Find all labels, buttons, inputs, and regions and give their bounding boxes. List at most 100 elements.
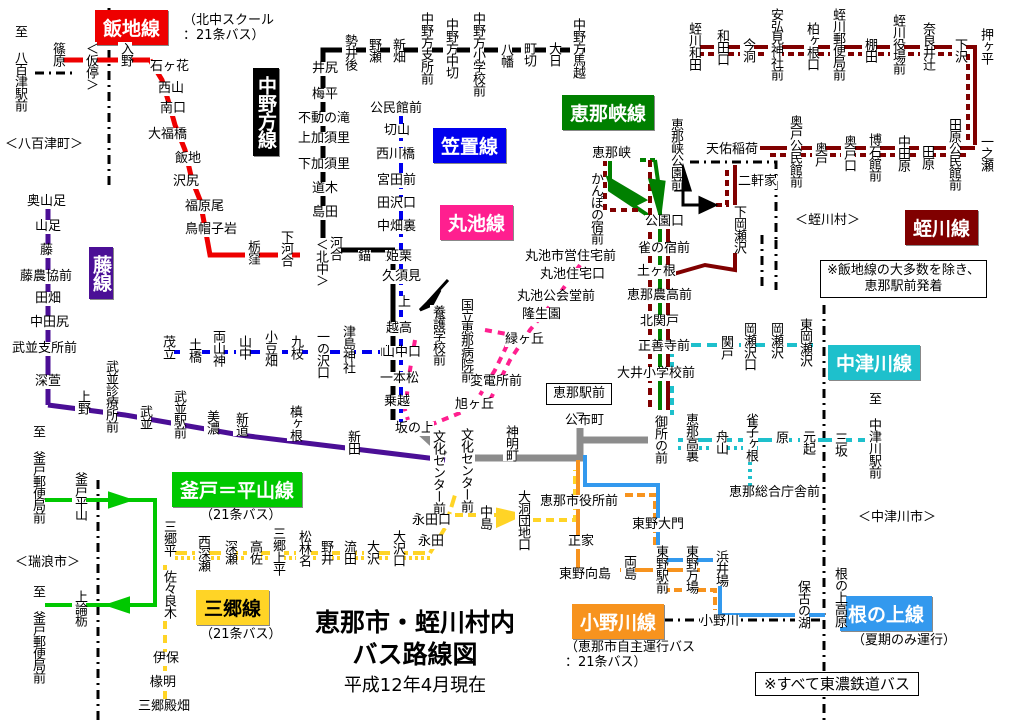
bus-stop-kasagi[interactable]: 西川橋: [376, 147, 416, 162]
route-badge-enakyo[interactable]: 恵那峡線: [562, 95, 655, 130]
bus-stop-maruike[interactable]: 変電所前: [470, 374, 523, 389]
bus-stop-iiji[interactable]: ＜仮停＞: [83, 42, 98, 90]
bus-stop-nakanokata[interactable]: 野瀬: [366, 38, 381, 62]
bus-stop-sango[interactable]: 永田口: [412, 513, 452, 528]
bus-stop-hirukawa[interactable]: 棚田: [862, 38, 877, 62]
bus-stop-fuji[interactable]: 武並: [137, 405, 152, 429]
bus-stop-kasagi[interactable]: 切山: [384, 123, 411, 138]
bus-stop-sango[interactable]: 野井: [318, 540, 333, 564]
bus-stop-kasagi[interactable]: 小豆畑: [262, 330, 277, 366]
bus-stop-fuji[interactable]: 田畑: [35, 291, 62, 306]
bus-stop-nakanokata[interactable]: 井尻: [312, 61, 339, 76]
bus-stop-sango[interactable]: 中島: [477, 505, 492, 529]
bus-stop-nakanokata[interactable]: 中野方小学校前: [470, 12, 485, 96]
bus-stop-hirukawa[interactable]: 蛭川役場前: [890, 14, 905, 74]
bus-stop-fuji[interactable]: 槙ヶ根: [287, 405, 302, 441]
bus-stop-nakanokata[interactable]: 八幡: [498, 43, 513, 67]
bus-stop-hirukawa[interactable]: 和田口: [714, 29, 729, 65]
bus-stop-nakanokata[interactable]: 道木: [312, 181, 339, 196]
bus-stop-nakatsugawa[interactable]: 舟山: [713, 430, 728, 454]
bus-stop-fuji[interactable]: 新田: [345, 430, 360, 454]
bus-stop-nakanokata[interactable]: 越高: [386, 321, 413, 336]
bus-stop-hirukawa[interactable]: 今洞: [740, 38, 755, 62]
bus-stop-nenoue[interactable]: 根の上高原: [832, 567, 847, 627]
bus-stop-onogawa[interactable]: 恵那市役所前: [540, 494, 619, 509]
bus-stop-enakyo[interactable]: 公園口: [645, 214, 685, 229]
bus-stop-kasagi[interactable]: 山中: [236, 335, 251, 359]
bus-stop-iiji[interactable]: 入野: [118, 42, 133, 66]
bus-stop-nakanokata[interactable]: 大日: [546, 42, 561, 66]
bus-stop-maruike[interactable]: 旭ヶ丘: [455, 397, 495, 412]
bus-stop-maruike[interactable]: 坂の上: [395, 421, 435, 436]
bus-stop-enakyo[interactable]: 恵那峡: [592, 146, 632, 161]
bus-stop-kamado[interactable]: 上論栃: [72, 590, 87, 626]
bus-stop-hirukawa[interactable]: 奥戸公民館前: [787, 115, 802, 187]
bus-stop-fuji[interactable]: 武並駅前: [171, 390, 186, 438]
route-badge-kasagi[interactable]: 笠置線: [433, 128, 507, 163]
bus-stop-nakanokata[interactable]: 乗越: [384, 394, 411, 409]
bus-stop-sango[interactable]: 松林名: [296, 530, 311, 566]
bus-stop-sango[interactable]: 三郷上平: [270, 527, 285, 575]
route-badge-kamado[interactable]: 釜戸＝平山線: [172, 472, 303, 507]
bus-stop-nakanokata[interactable]: 島田: [312, 205, 339, 220]
bus-stop-iiji[interactable]: 沢尻: [173, 174, 200, 189]
bus-stop-nakanokata[interactable]: 町切: [521, 42, 536, 66]
bus-stop-nakanokata[interactable]: 中野方支所前: [418, 12, 433, 84]
bus-stop-nakanokata[interactable]: 上加須里: [298, 131, 351, 146]
bus-stop-kasagi[interactable]: 公民館前: [370, 101, 423, 116]
route-badge-nakatsugawa[interactable]: 中津川線: [828, 345, 921, 380]
bus-stop-enakyo[interactable]: 正善寺前: [638, 339, 691, 354]
bus-stop-iiji[interactable]: 篠原: [50, 42, 65, 66]
bus-stop-iiji[interactable]: 鳥帽子岩: [185, 222, 238, 237]
bus-stop-hirukawa[interactable]: 柏ヶ根口: [804, 22, 819, 70]
bus-stop-fuji[interactable]: 武並支所前: [12, 341, 78, 356]
bus-stop-onogawa[interactable]: 東野駅前: [653, 545, 668, 593]
bus-stop-fuji[interactable]: 奥山足: [27, 194, 67, 209]
bus-stop-maruike[interactable]: 丸池公会堂前: [517, 289, 596, 304]
bus-stop-nakatsugawa[interactable]: 三坂: [832, 432, 847, 456]
bus-stop-kamado[interactable]: 釜戸平山: [72, 472, 87, 520]
bus-stop-enakyo[interactable]: 恵那峡公園前: [668, 118, 683, 190]
bus-stop-hirukawa[interactable]: 押ヶ平: [978, 28, 993, 64]
bus-stop-maruike[interactable]: 丸池市営住宅前: [525, 249, 617, 264]
bus-stop-enakyo[interactable]: かんぽの宿前: [588, 172, 603, 244]
bus-stop-nakanokata[interactable]: 河合: [327, 236, 342, 260]
bus-stop-enakyo[interactable]: 恵那農高前: [627, 288, 693, 303]
bus-stop-fuji[interactable]: 藤: [40, 243, 54, 258]
bus-stop-nakanokata[interactable]: 久須見: [382, 269, 422, 284]
bus-stop-nakanokata[interactable]: 一本松: [380, 371, 420, 386]
bus-stop-nenoue[interactable]: 東野大門: [632, 517, 685, 532]
bus-stop-nakanokata[interactable]: 勢井後: [342, 34, 357, 70]
route-badge-nakanokata[interactable]: 中野方線: [253, 68, 279, 156]
bus-stop-nakatsugawa[interactable]: 元起: [800, 430, 815, 454]
bus-stop-kasagi[interactable]: 土橋: [186, 338, 201, 362]
bus-stop-iiji[interactable]: 福原尾: [185, 199, 225, 214]
bus-stop-nakatsugawa[interactable]: 原: [776, 431, 790, 446]
bus-stop-maruike[interactable]: 丸池住宅口: [540, 267, 606, 282]
bus-stop-nakanokata[interactable]: 下加須里: [298, 157, 351, 172]
bus-stop-fuji[interactable]: 文化センター前: [430, 430, 445, 514]
bus-stop-sango[interactable]: 高佐: [247, 540, 262, 564]
bus-stop-iiji[interactable]: 西山: [158, 81, 185, 96]
bus-stop-nakanokata[interactable]: 梅平: [312, 87, 339, 102]
bus-stop-iiji[interactable]: 石ヶ花: [150, 59, 190, 74]
bus-stop-sango[interactable]: 西深瀬: [195, 535, 210, 571]
bus-stop-kasagi[interactable]: 九枝: [288, 335, 303, 359]
bus-stop-fuji[interactable]: 上野: [75, 390, 90, 414]
bus-stop-fuji[interactable]: 新道: [233, 412, 248, 436]
bus-stop-kasagi[interactable]: 一の沢口: [314, 330, 329, 378]
bus-stop-onogawa[interactable]: 正家: [568, 534, 595, 549]
bus-stop-hirukawa[interactable]: 奥戸: [812, 142, 827, 166]
route-badge-fuji[interactable]: 藤線: [89, 247, 113, 299]
bus-stop-shared[interactable]: 文化センター前: [458, 428, 473, 512]
bus-stop-iiji[interactable]: 飯地: [175, 151, 202, 166]
bus-stop-hirukawa[interactable]: 田原: [919, 145, 934, 169]
bus-stop-enakyo[interactable]: 御所の前: [652, 415, 667, 463]
bus-stop-nakatsugawa[interactable]: 関戸: [718, 335, 733, 359]
bus-stop-kasagi[interactable]: 姫栗: [386, 249, 413, 264]
bus-stop-onogawa[interactable]: 小野川: [700, 614, 740, 629]
bus-stop-onogawa[interactable]: 東野向島: [559, 567, 612, 582]
bus-stop-shared[interactable]: 神明町: [503, 425, 518, 461]
bus-stop-kasagi[interactable]: 中畑裏: [377, 219, 417, 234]
bus-stop-sango[interactable]: 三郷平: [161, 520, 176, 556]
